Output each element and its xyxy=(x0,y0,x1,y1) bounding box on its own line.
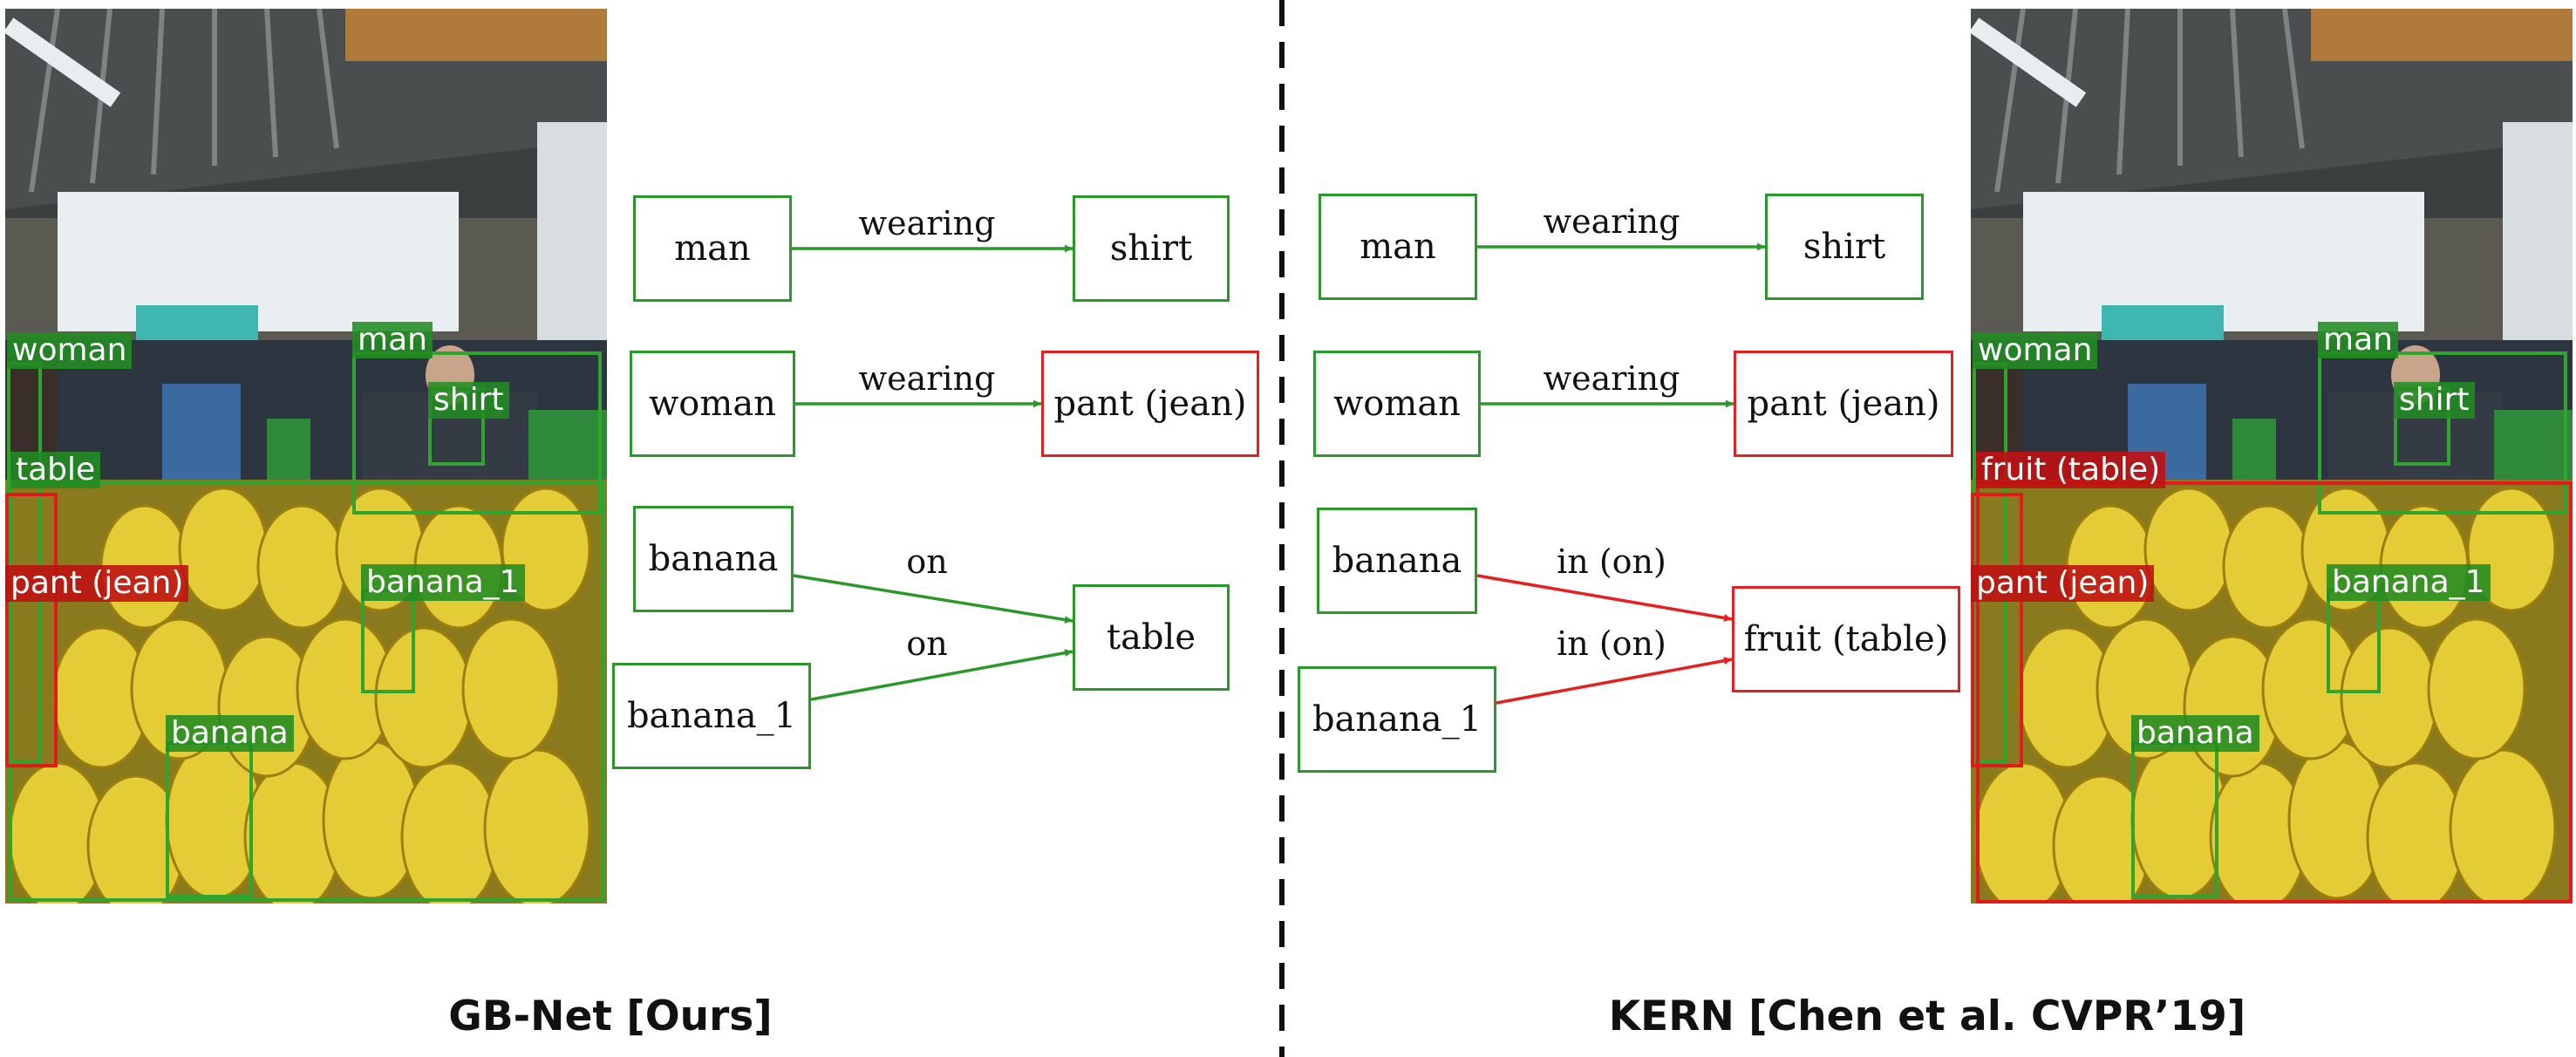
left-caption: GB-Net [Ours] xyxy=(448,992,773,1040)
node-left-woman: woman xyxy=(630,351,795,457)
right-caption: KERN [Chen et al. CVPR’19] xyxy=(1608,992,2246,1040)
node-left-banana: banana xyxy=(633,506,794,612)
node-right-pant: pant (jean) xyxy=(1734,351,1953,457)
edge-left-banana1-table xyxy=(810,649,1073,701)
edge-right-banana1-fruit xyxy=(1496,657,1733,705)
node-right-man: man xyxy=(1319,194,1477,300)
left-scene-image: woman man shirt table pant (jean) banana… xyxy=(5,9,607,904)
right-scene-image: woman man shirt fruit (table) pant (jean… xyxy=(1971,9,2573,904)
man-box-label: man xyxy=(352,322,433,358)
edge-label-left-man-shirt: wearing xyxy=(858,204,996,242)
node-left-banana-1: banana_1 xyxy=(612,663,811,769)
pant-box-label: pant (jean) xyxy=(5,565,189,602)
banana-1-box-label: banana_1 xyxy=(2327,564,2491,601)
edge-label-right-banana-fruit: in (on) xyxy=(1557,542,1666,581)
node-right-woman: woman xyxy=(1313,351,1481,457)
man-box-label: man xyxy=(2318,322,2398,358)
edge-label-right-man-shirt: wearing xyxy=(1543,202,1680,241)
pant-box xyxy=(1971,493,2023,767)
edge-right-banana-fruit xyxy=(1476,574,1733,622)
edge-label-left-banana-table: on xyxy=(906,542,948,581)
node-left-table: table xyxy=(1073,584,1230,691)
man-box xyxy=(352,351,602,515)
node-right-fruit: fruit (table) xyxy=(1732,586,1960,692)
banana-box-label: banana xyxy=(2131,715,2259,752)
node-left-shirt: shirt xyxy=(1073,195,1230,302)
node-right-banana-1: banana_1 xyxy=(1298,666,1496,773)
table-box xyxy=(9,481,605,902)
table-box-label: table xyxy=(10,452,101,488)
node-right-shirt: shirt xyxy=(1765,194,1924,300)
node-left-man: man xyxy=(633,195,792,302)
shirt-box-label: shirt xyxy=(2394,382,2475,419)
man-box xyxy=(2318,351,2567,515)
pant-box-label: pant (jean) xyxy=(1971,565,2155,602)
edge-left-banana-table xyxy=(793,574,1073,624)
fruit-box xyxy=(1976,481,2573,904)
banana-box-label: banana xyxy=(166,715,294,752)
edge-label-right-woman-pant: wearing xyxy=(1543,359,1680,398)
shirt-box-label: shirt xyxy=(428,382,509,419)
edge-label-right-banana1-fruit: in (on) xyxy=(1557,624,1666,663)
node-right-banana: banana xyxy=(1317,508,1477,614)
edge-label-left-banana1-table: on xyxy=(906,624,948,663)
node-left-pant: pant (jean) xyxy=(1041,351,1259,457)
banana-1-box-label: banana_1 xyxy=(361,564,525,601)
fruit-box-label: fruit (table) xyxy=(1976,452,2166,488)
woman-box-label: woman xyxy=(1973,332,2098,369)
woman-box-label: woman xyxy=(7,332,133,369)
edge-label-left-woman-pant: wearing xyxy=(858,359,996,398)
pant-box xyxy=(5,493,58,767)
